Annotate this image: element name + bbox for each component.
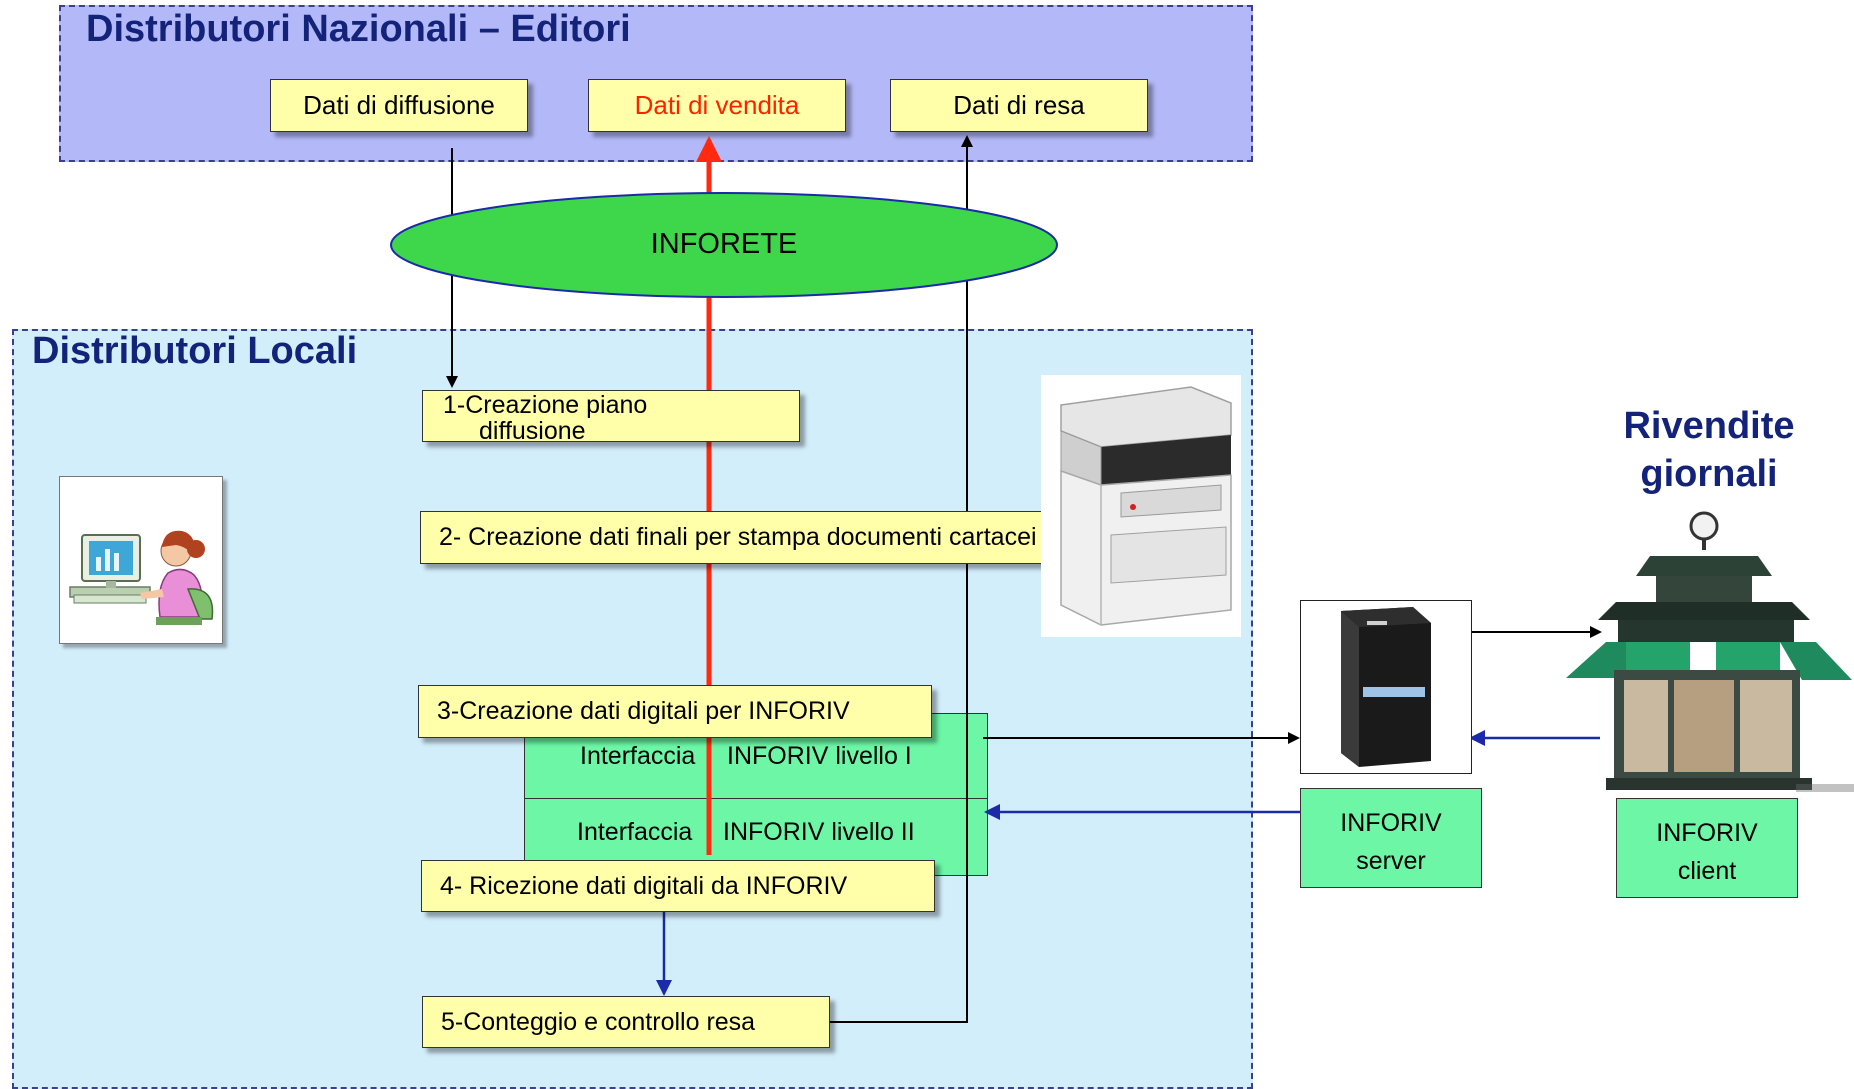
newsstand-kiosk-image bbox=[1566, 508, 1854, 796]
interface-level-2-label-a: Interfaccia bbox=[577, 818, 693, 846]
step-1-line-2: diffusione bbox=[479, 417, 586, 445]
step-5-box: 5-Conteggio e controllo resa bbox=[422, 996, 830, 1048]
step-2-box: 2- Creazione dati finali per stampa docu… bbox=[420, 511, 1102, 564]
kiosk-icon bbox=[1566, 511, 1854, 792]
inforiv-client-box: INFORIV client bbox=[1616, 798, 1798, 898]
step-1-box: 1-Creazione piano diffusione bbox=[422, 390, 800, 445]
rivendite-title-line-2: giornali bbox=[1640, 453, 1778, 495]
local-distributors-title: Distributori Locali bbox=[32, 330, 358, 372]
interface-level-1-label-a: Interfaccia bbox=[580, 742, 696, 770]
operator-clipart bbox=[59, 476, 223, 644]
rivendite-title-line-1: Rivendite bbox=[1623, 405, 1795, 447]
interface-level-2-label-b: INFORIV livello II bbox=[723, 818, 915, 846]
inforiv-client-line-2: client bbox=[1677, 857, 1737, 885]
resa-arrow bbox=[830, 135, 973, 1023]
dati-diffusione-box: Dati di diffusione bbox=[270, 79, 528, 132]
step-4-box: 4- Ricezione dati digitali da INFORIV bbox=[421, 860, 935, 912]
inforiv-server-box: INFORIV server bbox=[1300, 788, 1482, 888]
inforiv-server-line-1: INFORIV bbox=[1340, 809, 1442, 837]
printer-image bbox=[1041, 375, 1241, 637]
national-distributors-title: Distributori Nazionali – Editori bbox=[86, 8, 631, 50]
dati-vendita-box: Dati di vendita bbox=[588, 79, 846, 132]
server-icon bbox=[1341, 607, 1431, 767]
printer-icon bbox=[1060, 386, 1232, 626]
inforiv-server-image bbox=[1300, 600, 1472, 774]
inforete-label: INFORETE bbox=[650, 228, 798, 260]
interface-level-1-label-b: INFORIV livello I bbox=[727, 742, 912, 770]
dati-resa-box: Dati di resa bbox=[890, 79, 1148, 132]
rivendite-title: Rivendite giornali bbox=[1598, 402, 1820, 498]
step-1-line-1: 1-Creazione piano bbox=[443, 391, 648, 419]
inforiv-client-line-1: INFORIV bbox=[1656, 819, 1758, 847]
operator-icon bbox=[69, 530, 214, 625]
inforete-network-ellipse bbox=[390, 192, 1058, 298]
inforiv-server-line-2: server bbox=[1356, 847, 1426, 875]
step-3-box: 3-Creazione dati digitali per INFORIV bbox=[418, 685, 932, 738]
